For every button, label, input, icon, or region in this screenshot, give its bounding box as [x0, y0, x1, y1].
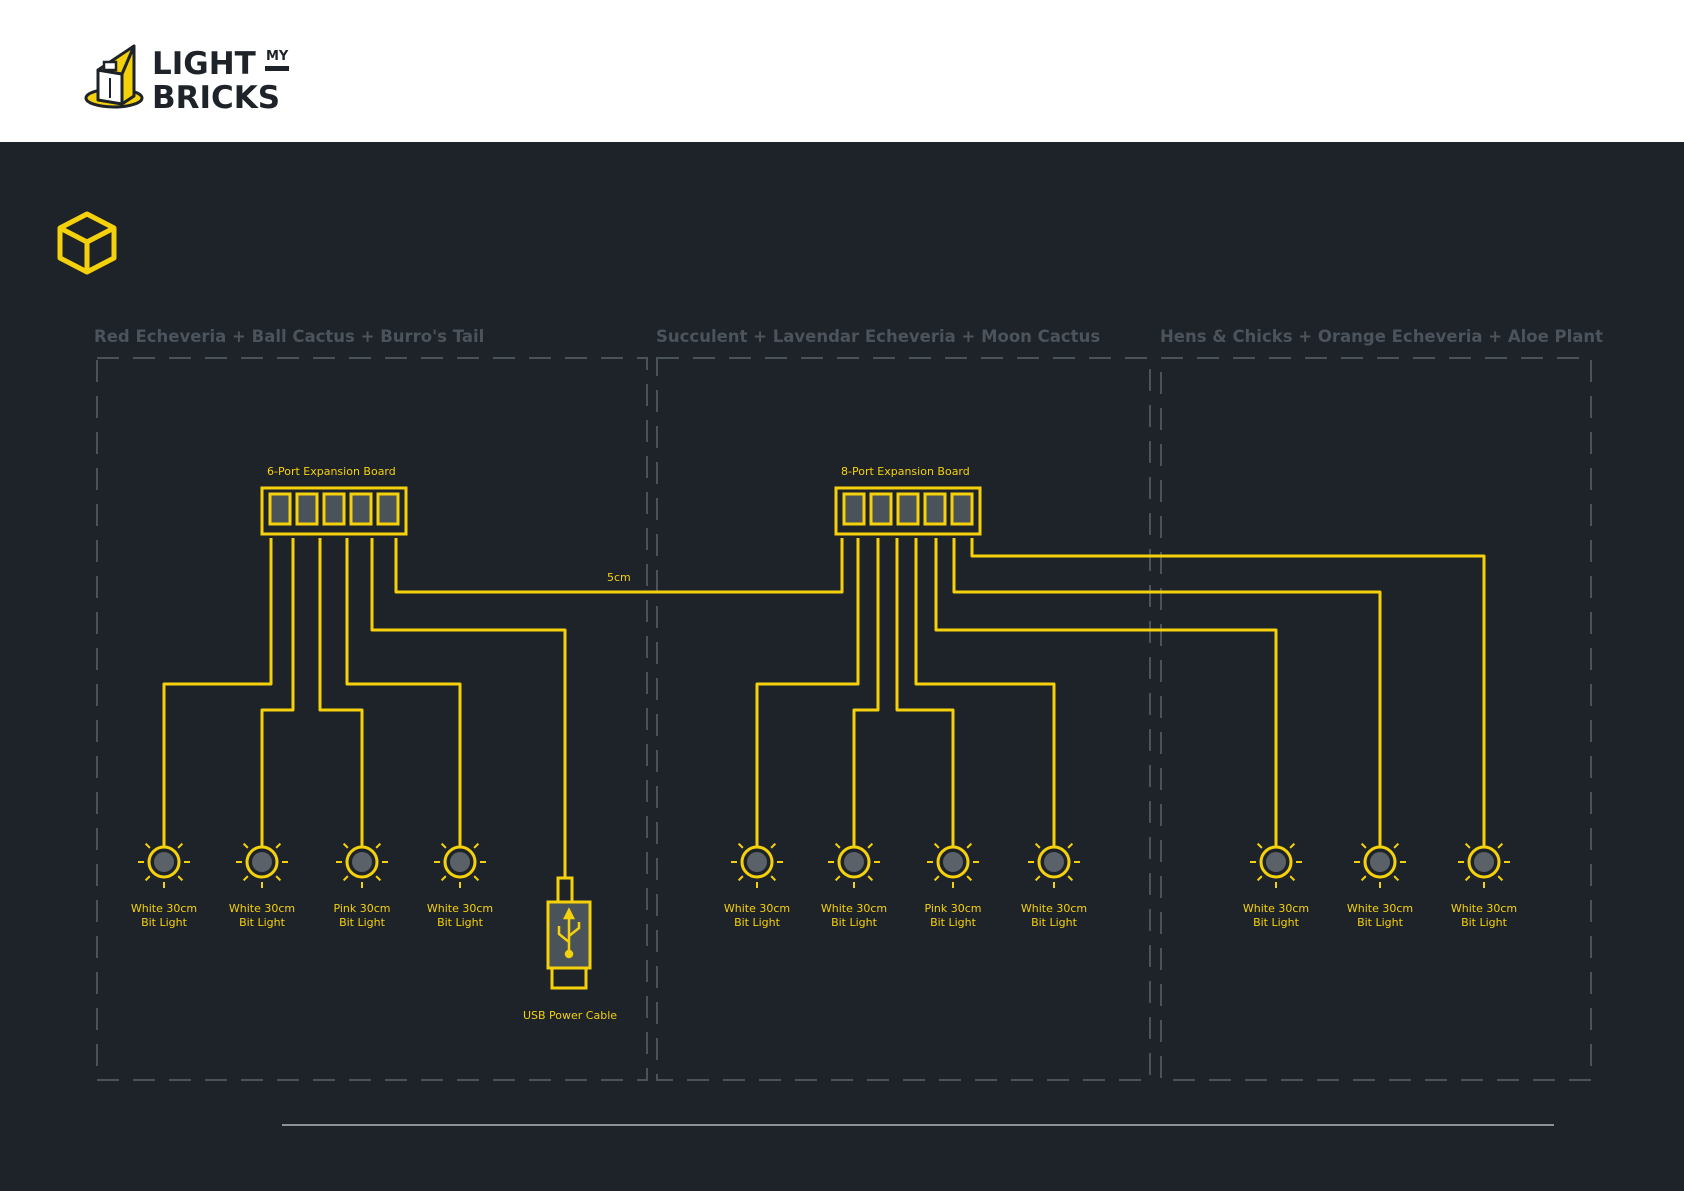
light-label-line1: White 30cm [1243, 902, 1309, 915]
usb-label: USB Power Cable [523, 1009, 617, 1022]
light-label-line2: Bit Light [1357, 916, 1404, 929]
page-header: LIGHT MY BRICKS [0, 0, 1684, 142]
board-port [869, 492, 893, 526]
wire [260, 538, 295, 848]
board-port [896, 492, 920, 526]
wire [934, 538, 1278, 848]
cube-icon [57, 211, 117, 275]
light-bulb-icon [1250, 836, 1302, 888]
light-label-line2: Bit Light [339, 916, 386, 929]
board-outline [834, 486, 982, 536]
brick-bulb-icon [84, 44, 144, 109]
wire [852, 538, 880, 848]
zone-title: Hens & Chicks + Orange Echeveria + Aloe … [1160, 327, 1603, 346]
board-port [295, 492, 319, 526]
light-label-line1: White 30cm [1021, 902, 1087, 915]
light-bulb-icon [434, 836, 486, 888]
board-port [923, 492, 947, 526]
usb-power-cable: USB Power Cable [523, 876, 617, 1022]
light-label-line2: Bit Light [930, 916, 977, 929]
light-label-line1: White 30cm [724, 902, 790, 915]
usb-icon [557, 907, 581, 959]
light-label-line2: Bit Light [1461, 916, 1508, 929]
wire [952, 538, 1382, 848]
light-bulb-icon [927, 836, 979, 888]
light-label-line2: Bit Light [734, 916, 781, 929]
logo-word-light: LIGHT [152, 46, 256, 82]
board-port [322, 492, 346, 526]
light-label-line1: White 30cm [1347, 902, 1413, 915]
zone-box [1160, 357, 1592, 1081]
logo-word-my: MY [266, 49, 289, 64]
expansion-board-6-port: 6-Port Expansion Board [260, 465, 408, 536]
light-label-line1: White 30cm [427, 902, 493, 915]
wire [970, 538, 1486, 848]
light-label-line2: Bit Light [1253, 916, 1300, 929]
wire [370, 538, 567, 878]
board-port [842, 492, 866, 526]
light-label-line1: White 30cm [131, 902, 197, 915]
light-bulb-icon [236, 836, 288, 888]
board-outline [260, 486, 408, 536]
board-port [376, 492, 400, 526]
connection-wire [394, 538, 844, 594]
light-label-line1: Pink 30cm [924, 902, 981, 915]
wire [755, 538, 860, 848]
light-bulb-icon [336, 836, 388, 888]
wires [162, 538, 1486, 878]
light-label-line2: Bit Light [437, 916, 484, 929]
board-port [349, 492, 373, 526]
light-my-bricks-logo: LIGHT MY BRICKS [84, 44, 289, 112]
logo-bar [265, 66, 289, 71]
light-label-line1: White 30cm [821, 902, 887, 915]
zone-title: Succulent + Lavendar Echeveria + Moon Ca… [656, 327, 1100, 346]
wire [318, 538, 364, 848]
light-bulb-icon [731, 836, 783, 888]
light-bulb-icon [1354, 836, 1406, 888]
logo-word-bricks: BRICKS [152, 80, 280, 112]
light-label-line2: Bit Light [831, 916, 878, 929]
light-bulb-icon [828, 836, 880, 888]
zone-box [96, 357, 648, 1081]
zone-box [656, 357, 1151, 1081]
wire [914, 538, 1056, 848]
board-label: 6-Port Expansion Board [267, 465, 396, 478]
board-label: 8-Port Expansion Board [841, 465, 970, 478]
light-bulb-icon [1028, 836, 1080, 888]
light-bulb-icon [138, 836, 190, 888]
cable-length-label: 5cm [607, 571, 631, 584]
board-port [268, 492, 292, 526]
light-label-line1: White 30cm [229, 902, 295, 915]
expansion-board-8-port: 8-Port Expansion Board [834, 465, 982, 536]
board-port [950, 492, 974, 526]
usb-plug-tip [550, 966, 588, 990]
zone-title: Red Echeveria + Ball Cactus + Burro's Ta… [94, 327, 484, 346]
light-bulb-icon [1458, 836, 1510, 888]
usb-connector-neck [556, 876, 574, 904]
light-label-line2: Bit Light [141, 916, 188, 929]
light-label-line2: Bit Light [1031, 916, 1078, 929]
wire [895, 538, 955, 848]
light-label-line1: Pink 30cm [333, 902, 390, 915]
wire [162, 538, 273, 848]
light-label-line2: Bit Light [239, 916, 286, 929]
wire [345, 538, 462, 848]
light-label-line1: White 30cm [1451, 902, 1517, 915]
